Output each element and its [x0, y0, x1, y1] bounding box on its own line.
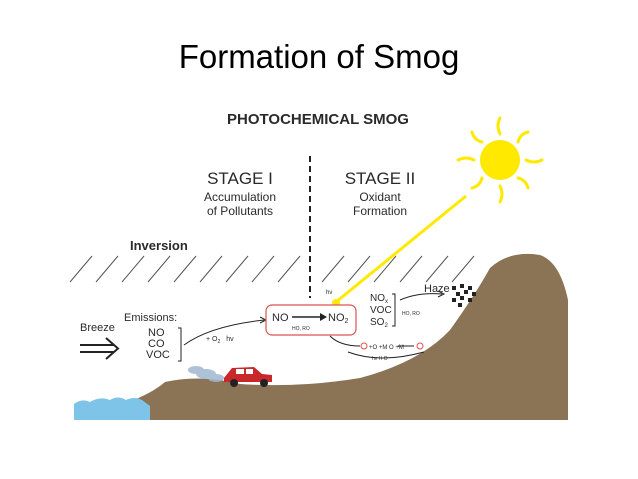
- diagram-heading: PHOTOCHEMICAL SMOG: [227, 111, 409, 128]
- haze-particles: [452, 284, 476, 307]
- water: [74, 397, 150, 420]
- ozone-chain-label: +O +M O +M: [369, 345, 404, 351]
- emission-item-no: NO: [148, 327, 165, 339]
- inversion-label: Inversion: [130, 238, 188, 253]
- box-catalysts: HO, RO: [292, 326, 310, 332]
- haze-label: Haze: [424, 283, 450, 295]
- car-icon: [224, 367, 272, 387]
- box-no-label: NO: [272, 312, 289, 324]
- emission-item-co: CO: [148, 338, 165, 350]
- hv-top-label: hν: [326, 290, 332, 296]
- product-so2: SO2: [370, 317, 388, 329]
- emissions-bracket: [178, 327, 182, 362]
- ozone-arrow: [329, 335, 361, 347]
- sunlight-ray: [335, 194, 467, 304]
- products-side-label: HO, RO: [402, 311, 420, 317]
- stage2-title: STAGE II: [345, 169, 416, 188]
- breeze-arrow-icon: [80, 337, 120, 360]
- exhaust-smoke: [188, 366, 224, 382]
- product-nox: NOx: [370, 293, 388, 305]
- ozone-chain-bottom-label: hν H O: [372, 356, 388, 362]
- emission-item-voc: VOC: [146, 349, 170, 361]
- stage1-line2: of Pollutants: [207, 204, 273, 218]
- breeze-label: Breeze: [80, 322, 115, 334]
- reaction-box: [265, 304, 357, 336]
- box-no2-label: NO2: [328, 312, 349, 325]
- slide-title: Formation of Smog: [178, 38, 460, 75]
- products-bracket: [392, 293, 396, 327]
- stage1-title: STAGE I: [207, 169, 273, 188]
- ozone-return-arrow: [347, 351, 425, 359]
- haze-arrow: [399, 293, 443, 301]
- stage1-line1: Accumulation: [204, 190, 276, 204]
- emissions-label: Emissions:: [124, 312, 177, 324]
- product-voc: VOC: [370, 305, 392, 316]
- stage2-line2: Formation: [353, 204, 407, 218]
- stage2-line1: Oxidant: [359, 190, 401, 204]
- sun-icon: [456, 116, 544, 204]
- inversion-layer: [69, 255, 475, 283]
- reaction-arrow-1: [183, 319, 265, 346]
- ground: [78, 253, 568, 420]
